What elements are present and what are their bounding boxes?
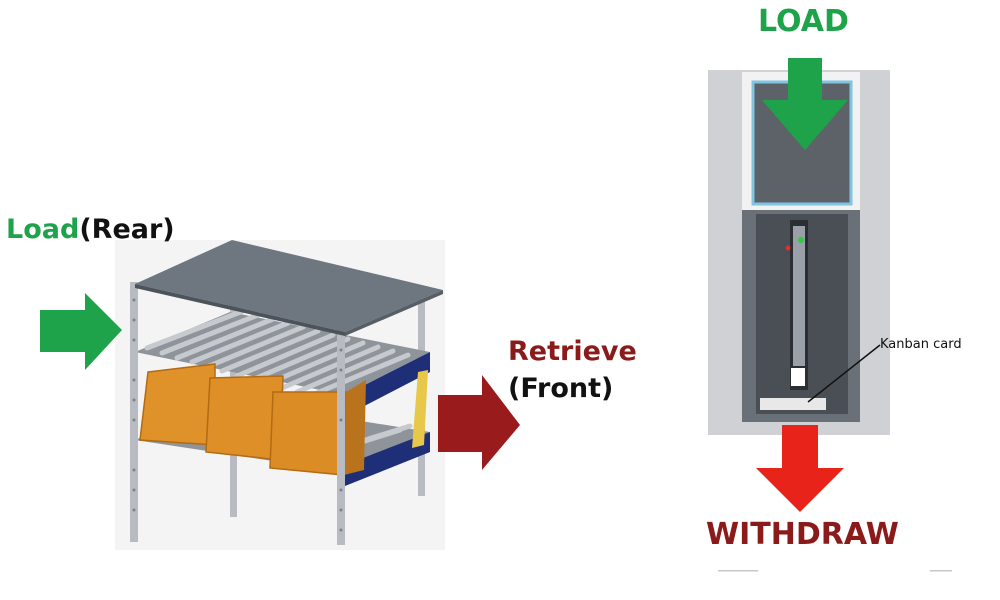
- retrieve-front-arrow-icon: [438, 375, 520, 470]
- rack-kanban-tag: [412, 370, 428, 448]
- front-word: (Front): [508, 373, 614, 404]
- kanban-pointer-line: [807, 344, 881, 403]
- load-down-arrow-icon: [762, 58, 848, 150]
- lane-item: [791, 368, 805, 386]
- withdraw-down-arrow-icon: [756, 425, 844, 512]
- top-shelf: [135, 240, 443, 336]
- upper-roller-shelf: [135, 308, 430, 416]
- kanban-card: [760, 398, 826, 410]
- retrieve-word: Retrieve: [508, 336, 637, 367]
- green-marker: [798, 237, 804, 243]
- retrieve-front-label: Retrieve (Front): [508, 333, 637, 407]
- box-3: [269, 391, 347, 476]
- load-rear-arrow-icon: [40, 293, 122, 370]
- load-top-label: LOAD: [758, 4, 849, 39]
- box-1: [139, 363, 216, 446]
- kanban-card-label: Kanban card: [880, 337, 962, 352]
- red-marker: [785, 245, 791, 251]
- withdraw-label: WITHDRAW: [706, 517, 899, 552]
- load-rear-label: Load(Rear): [6, 214, 175, 245]
- lane-rail: [793, 226, 805, 366]
- scan-marks: [718, 570, 952, 572]
- box-3-side: [344, 380, 366, 475]
- load-word: Load: [6, 214, 80, 245]
- boxes: [139, 363, 366, 476]
- rear-word: (Rear): [79, 214, 175, 245]
- rack-front-posts: [130, 282, 345, 545]
